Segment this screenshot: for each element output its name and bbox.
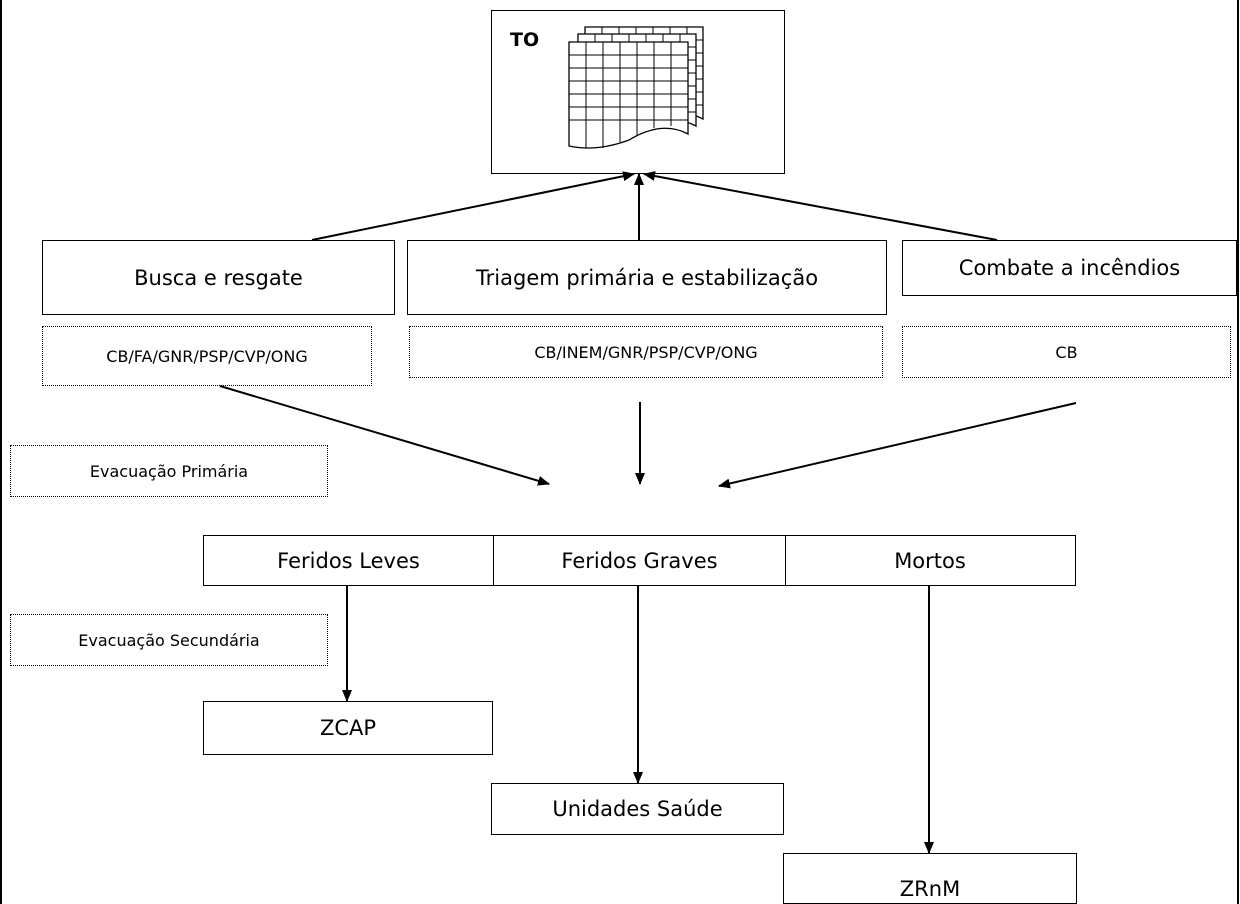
zrnm-box: ZRnM	[783, 853, 1077, 904]
casualty-row: Feridos Leves Feridos Graves Mortos	[203, 535, 1076, 586]
stacked-grid-sheets-icon	[568, 26, 704, 149]
arrow-fire-to-casualties	[718, 402, 1077, 489]
health-units-box: Unidades Saúde	[491, 783, 784, 835]
arrow-fire-to-to	[643, 171, 998, 241]
firefighting-box: Combate a incêndios	[902, 240, 1237, 296]
secondary-evacuation-label: Evacuação Secundária	[10, 614, 328, 666]
left-frame-line	[0, 0, 2, 904]
light-injured-cell: Feridos Leves	[204, 536, 494, 585]
search-rescue-box: Busca e resgate	[42, 240, 395, 315]
right-frame-line	[1237, 0, 1239, 904]
dead-cell: Mortos	[894, 548, 966, 573]
primary-evacuation-label: Evacuação Primária	[10, 445, 328, 497]
triage-agents: CB/INEM/GNR/PSP/CVP/ONG	[409, 326, 883, 378]
search-rescue-agents: CB/FA/GNR/PSP/CVP/ONG	[42, 326, 372, 386]
to-label: TO	[510, 29, 540, 51]
triage-box: Triagem primária e estabilização	[407, 240, 887, 315]
arrow-search-to-to	[311, 171, 635, 241]
serious-injured-cell: Feridos Graves	[494, 536, 786, 585]
to-box: TO	[491, 10, 785, 174]
arrow-search-to-casualties	[219, 385, 550, 486]
firefighting-agents: CB	[902, 326, 1231, 378]
zcap-box: ZCAP	[203, 701, 493, 755]
